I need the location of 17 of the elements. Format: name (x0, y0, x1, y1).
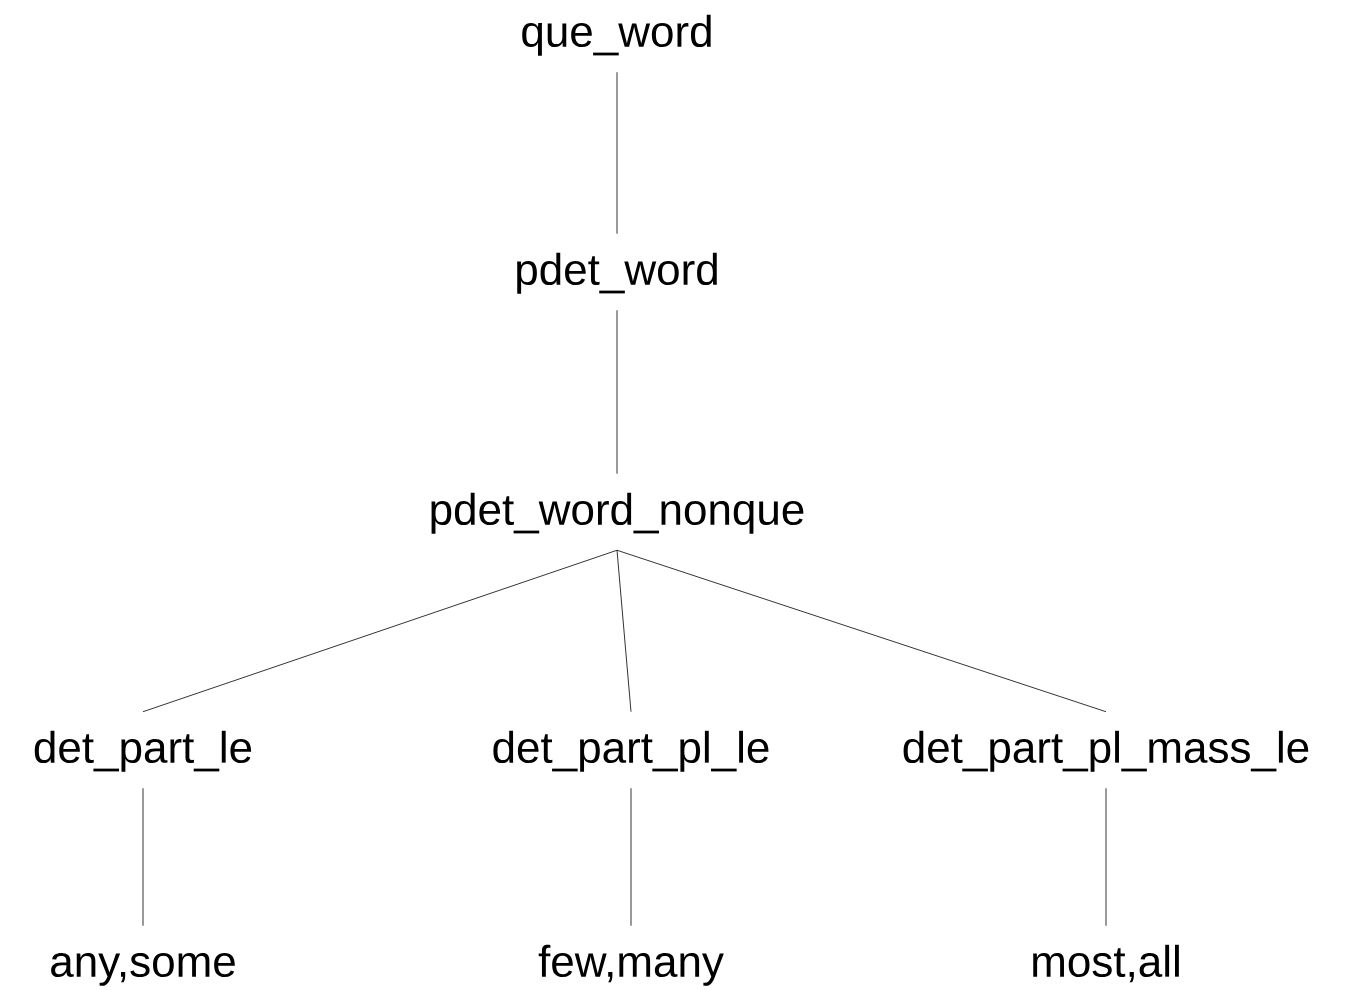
tree-branch (142, 787, 144, 927)
tree-label: que_word (522, 14, 711, 56)
tree-label: any,some (51, 953, 235, 986)
tree-branch (142, 549, 618, 713)
tree-label: det_part_pl_mass_le (903, 730, 1309, 772)
tree-label: pdet_word (517, 252, 717, 294)
tree-branch (630, 787, 632, 927)
tree-branch (1105, 787, 1107, 927)
tree-branch (616, 549, 632, 713)
tree-branch (616, 309, 618, 475)
tree-label: det_part_le (34, 730, 252, 772)
tree-label: det_part_pl_le (493, 730, 769, 772)
tree-branch (616, 71, 618, 235)
tree-label: few,many (538, 944, 724, 986)
tree-label: pdet_word_nonque (431, 492, 804, 534)
tree-label: most,all (1033, 944, 1179, 983)
tree-branch (616, 549, 1107, 713)
